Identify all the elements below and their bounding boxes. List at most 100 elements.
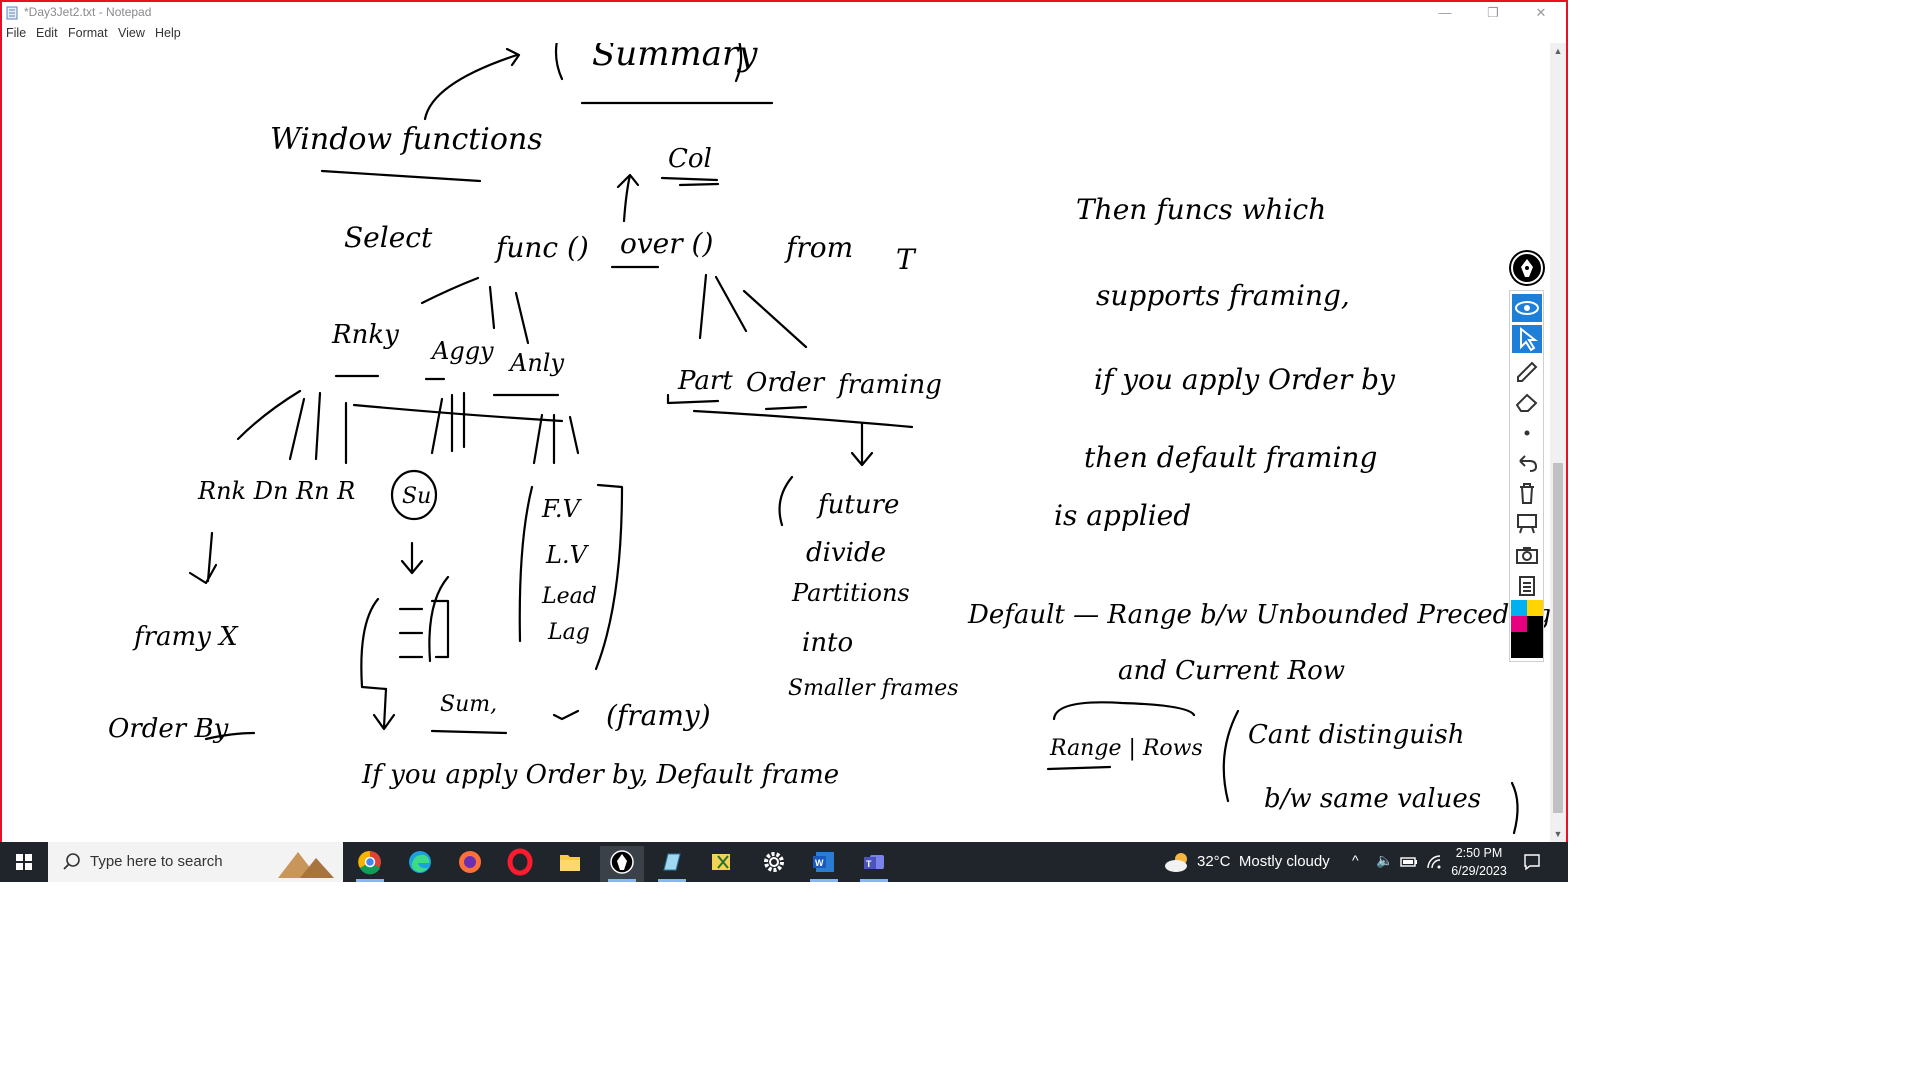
notepad-app[interactable] (650, 846, 694, 882)
camera-icon[interactable] (1512, 541, 1542, 569)
whiteboard-icon[interactable] (1512, 509, 1542, 537)
ink-framing: framing (836, 370, 942, 400)
title-bar: *Day3Jet2.txt - Notepad — ❐ ✕ (2, 2, 1566, 23)
search-icon (63, 853, 80, 870)
scroll-up-arrow-icon[interactable]: ▲ (1553, 46, 1563, 56)
dot-icon[interactable] (1512, 419, 1542, 447)
ink-stroke (430, 397, 444, 455)
ink-and-current: and Current Row (1118, 656, 1345, 686)
weather-widget[interactable]: 32°C Mostly cloudy (1163, 850, 1343, 874)
pen-launcher-button[interactable] (1509, 250, 1545, 286)
color-swatch-black-small[interactable] (1527, 616, 1543, 632)
epic-pen-app[interactable] (600, 846, 644, 882)
edge-app[interactable] (398, 846, 442, 882)
ink-stroke (314, 391, 322, 461)
menu-file[interactable]: File (6, 26, 27, 40)
pointer-icon[interactable] (1512, 325, 1542, 353)
ink-stroke (554, 43, 564, 81)
settings-app[interactable] (752, 846, 796, 882)
ink-stroke (430, 599, 450, 659)
taskbar-search-box[interactable]: Type here to search (48, 842, 343, 882)
pen-icon[interactable] (1512, 357, 1542, 385)
clock-date: 6/29/2023 (1451, 864, 1507, 878)
show-hidden-icons-chevron-icon[interactable]: ^ (1352, 852, 1359, 868)
ink-stroke (518, 485, 534, 643)
text-editor-area[interactable]: Summary Window functions Col Select func… (2, 43, 1550, 842)
vertical-scrollbar[interactable]: ▲ ▼ (1550, 43, 1566, 842)
ink-supports-framing: supports framing, (1096, 279, 1350, 312)
ink-arrow (400, 541, 424, 575)
ink-stroke (1222, 709, 1240, 803)
active-indicator (356, 879, 384, 882)
chrome-app[interactable] (348, 846, 392, 882)
ink-stroke (1046, 765, 1112, 771)
ink-frame-paren: (framy) (606, 699, 711, 732)
system-clock[interactable]: 2:50 PM 6/29/2023 (1440, 844, 1518, 880)
file-explorer-app[interactable] (548, 846, 592, 882)
teams-icon: T (864, 855, 884, 869)
snipping-app[interactable] (700, 846, 744, 882)
ink-stroke (594, 483, 624, 671)
ink-stroke (678, 182, 720, 187)
menu-format[interactable]: Format (68, 26, 108, 40)
ink-then-funcs: Then funcs which (1076, 193, 1326, 226)
opera-app[interactable] (498, 846, 542, 882)
scroll-down-arrow-icon[interactable]: ▼ (1553, 829, 1563, 839)
scrollbar-thumb[interactable] (1553, 463, 1563, 813)
ink-stroke (360, 597, 388, 691)
wifi-icon[interactable] (1426, 854, 1442, 870)
view-icon[interactable] (1512, 294, 1542, 322)
ink-stroke (514, 291, 530, 345)
close-button[interactable]: ✕ (1535, 5, 1547, 20)
clipboard-icon[interactable] (1512, 571, 1542, 599)
ink-smaller-frames: Smaller frames (788, 676, 959, 701)
notification-center-icon[interactable] (1522, 852, 1542, 872)
folder-icon (560, 855, 580, 871)
clock-time: 2:50 PM (1455, 846, 1503, 860)
minimize-button[interactable]: — (1438, 5, 1452, 20)
ink-stroke (488, 285, 496, 330)
svg-text:W: W (815, 858, 824, 868)
menu-edit[interactable]: Edit (36, 26, 58, 40)
word-app[interactable]: W (802, 846, 846, 882)
ink-aggregate: Aggy (430, 337, 494, 365)
ink-stroke (698, 273, 708, 340)
eraser-icon[interactable] (1512, 387, 1542, 415)
notepad-window (0, 0, 1568, 842)
ink-lead: Lead (541, 584, 597, 609)
ink-func: func () (494, 231, 589, 264)
menu-help[interactable]: Help (155, 26, 181, 40)
ink-stroke (420, 276, 480, 305)
color-swatch-yellow[interactable] (1527, 600, 1543, 616)
ink-arrow (423, 47, 521, 121)
ink-stroke (532, 413, 544, 465)
ink-stroke (288, 397, 306, 461)
ink-range-rows: Range | Rows (1049, 736, 1203, 761)
ink-stroke (428, 575, 450, 663)
color-swatch-cyan[interactable] (1511, 600, 1527, 616)
start-button[interactable] (0, 842, 48, 882)
ink-order: Order (746, 368, 826, 398)
ink-stroke (320, 169, 482, 183)
undo-icon[interactable] (1512, 449, 1542, 477)
speaker-icon[interactable]: 🔈 (1376, 852, 1394, 868)
snipping-tool-icon (712, 854, 730, 870)
color-swatch-black[interactable] (1511, 632, 1543, 658)
ink-default-range: Default — Range b/w Unbounded Preceding (967, 600, 1550, 630)
menu-view[interactable]: View (118, 26, 145, 40)
ink-arrow (616, 173, 640, 223)
svg-text:T: T (866, 859, 872, 869)
ink-circle (390, 469, 438, 521)
teams-app[interactable]: T (852, 846, 896, 882)
ink-is-applied: is applied (1054, 499, 1191, 532)
active-indicator (810, 879, 838, 882)
maximize-button[interactable]: ❐ (1487, 5, 1499, 20)
firefox-app[interactable] (448, 846, 492, 882)
ink-future: future (816, 490, 899, 520)
trash-icon[interactable] (1512, 479, 1542, 507)
battery-icon[interactable] (1400, 856, 1418, 868)
color-swatch-magenta[interactable] (1511, 616, 1527, 632)
cloudy-weather-icon (1165, 853, 1187, 872)
taskbar: Type here to search W T (0, 842, 1568, 882)
ink-stroke (236, 389, 302, 441)
